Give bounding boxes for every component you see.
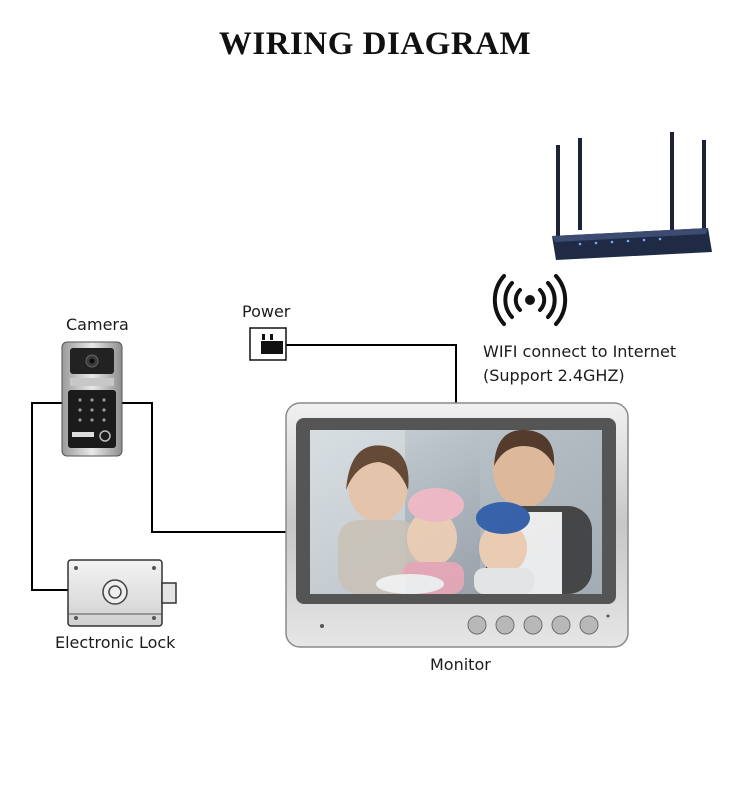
wifi-label-line1: WIFI connect to Internet	[483, 342, 677, 361]
power-adapter-icon	[249, 327, 287, 361]
monitor-label: Monitor	[430, 655, 491, 674]
electronic-lock-icon	[67, 559, 177, 627]
lock-label: Electronic Lock	[55, 633, 176, 652]
power-label: Power	[242, 302, 291, 321]
wifi-label-line2: (Support 2.4GHZ)	[483, 366, 625, 385]
camera-monitor-wire	[120, 402, 286, 533]
monitor-screen	[310, 429, 602, 594]
diagram-title: WIRING DIAGRAM	[218, 26, 532, 62]
router-icon	[552, 132, 712, 260]
monitor-buttons	[467, 615, 599, 635]
camera-lock-wire	[31, 402, 68, 591]
wifi-signal-icon	[492, 274, 568, 326]
camera-label: Camera	[66, 315, 129, 334]
wires	[31, 344, 457, 591]
monitor-icon	[285, 402, 629, 648]
doorbell-camera-icon	[61, 341, 123, 457]
power-wire	[286, 344, 457, 403]
